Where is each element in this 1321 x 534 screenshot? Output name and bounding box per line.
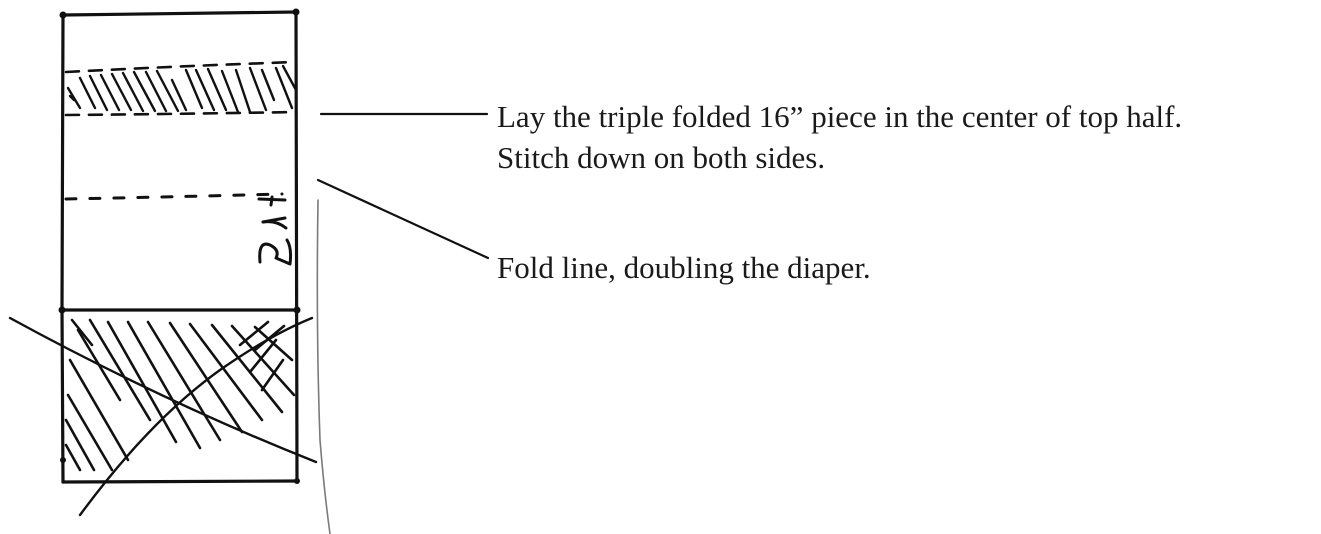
- right-guide-line: [316, 199, 331, 534]
- folded-strip-hatching: [66, 64, 298, 114]
- bottom-half-hatching: [64, 318, 296, 472]
- corner-dots: [58, 8, 301, 484]
- callout-strip-line-1: Lay the triple folded 16” piece in the c…: [497, 99, 1183, 134]
- cross-stroke-curve: [78, 316, 314, 517]
- callout-strip-line-2: Stitch down on both sides.: [497, 140, 826, 175]
- cross-stroke-left: [8, 316, 318, 464]
- measurement-21-mark: [257, 195, 293, 266]
- callout-fold-line: Fold line, doubling the diaper.: [497, 247, 871, 288]
- callout-fold-line-text: Fold line, doubling the diaper.: [497, 250, 871, 285]
- leader-line-fold: [316, 178, 490, 260]
- folded-strip-dashed-lines: [64, 60, 298, 117]
- fold-line: [64, 192, 284, 201]
- callout-strip-instructions: Lay the triple folded 16” piece in the c…: [497, 96, 1182, 178]
